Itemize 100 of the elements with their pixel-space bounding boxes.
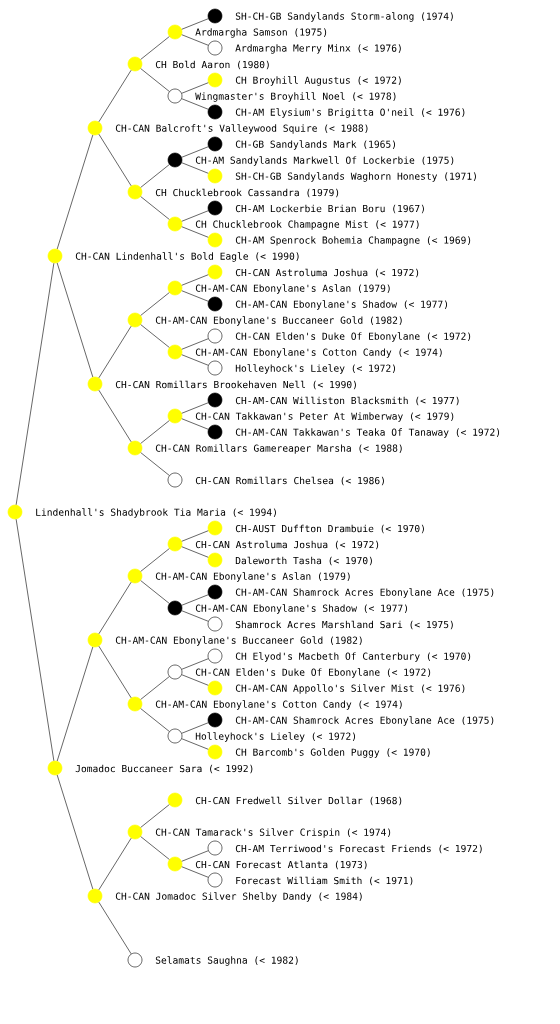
- name-label: CH-AM-CAN Ebonylane's Cotton Candy (< 1974): [195, 348, 442, 358]
- connector-line: [56, 646, 94, 762]
- connector-line: [181, 82, 209, 94]
- connector-line: [181, 162, 209, 174]
- connector-line: [181, 546, 209, 558]
- connector-line: [140, 548, 170, 572]
- name-label: CH-AM-CAN Shamrock Acres Ebonylane Ace (1975): [235, 588, 494, 598]
- name-label: CH-CAN Fredwell Silver Dollar (1968): [195, 796, 402, 806]
- connector-line: [140, 292, 170, 316]
- connector-line: [56, 774, 94, 890]
- name-label: CH Broyhill Augustus (< 1972): [235, 76, 401, 86]
- name-label: CH Chucklebrook Champagne Mist (< 1977): [195, 220, 419, 230]
- name-label: Jomadoc Buccaneer Sara (< 1992): [75, 764, 253, 774]
- name-label: CH-CAN Romillars Chelsea (< 1986): [195, 476, 384, 486]
- name-label: CH-AM-CAN Shamrock Acres Ebonylane Ace (1975): [235, 716, 494, 726]
- connector-line: [140, 36, 170, 60]
- connector-line: [181, 210, 209, 222]
- name-label: Holleyhock's Lieley (< 1972): [195, 732, 355, 742]
- name-label: CH-AM Sandylands Markwell Of Lockerbie (1975): [195, 156, 454, 166]
- name-label: CH-AM-CAN Ebonylane's Shadow (< 1977): [235, 300, 448, 310]
- connector-line: [181, 738, 209, 750]
- connector-line: [98, 69, 132, 123]
- name-label: CH-CAN Takkawan's Peter At Wimberway (< 1979): [195, 412, 454, 422]
- connector-line: [181, 98, 209, 110]
- name-label: CH-CAN Astroluma Joshua (< 1972): [235, 268, 419, 278]
- name-label: CH-AM Terriwood's Forecast Friends (< 1972): [235, 844, 482, 854]
- name-label: CH-CAN Elden's Duke Of Ebonylane (< 1972): [235, 332, 471, 342]
- connector-line: [181, 402, 209, 414]
- name-label: Ardmargha Samson (1975): [195, 28, 327, 38]
- connector-line: [181, 274, 209, 286]
- name-label: CH-AM-CAN Ebonylane's Cotton Candy (< 1974): [155, 700, 402, 710]
- name-label: Daleworth Tasha (< 1970): [235, 556, 372, 566]
- name-label: CH-AM-CAN Appollo's Silver Mist (< 1976): [235, 684, 465, 694]
- name-label: Forecast William Smith (< 1971): [236, 876, 413, 886]
- connector-line: [140, 836, 170, 860]
- connector-line: [140, 68, 170, 92]
- name-label: SH-CH-GB Sandylands Storm-along (1974): [235, 12, 453, 22]
- connector-line: [181, 418, 209, 430]
- name-label: CH-CAN Lindenhall's Bold Eagle (< 1990): [75, 252, 299, 262]
- connector-line: [98, 389, 132, 443]
- connector-line: [98, 133, 132, 187]
- name-label: CH-GB Sandylands Mark (1965): [235, 140, 395, 150]
- connector-line: [98, 581, 132, 635]
- name-label: CH-AM-CAN Takkawan's Teaka Of Tanaway (< 1972): [235, 428, 500, 438]
- connector-line: [140, 324, 170, 348]
- connector-line: [56, 134, 94, 250]
- connector-line: [181, 866, 209, 878]
- connector-line: [140, 420, 170, 444]
- name-label: CH-CAN Tamarack's Silver Crispin (< 1974): [155, 828, 391, 838]
- name-label: Ardmargha Merry Minx (< 1976): [235, 44, 401, 54]
- connector-line: [181, 18, 209, 30]
- connector-line: [140, 804, 170, 828]
- connector-line: [98, 645, 132, 699]
- name-label: CH-AM-CAN Ebonylane's Buccaneer Gold (1982): [155, 316, 402, 326]
- name-label: CH-AM Spenrock Bohemia Champagne (< 1969): [235, 236, 471, 246]
- name-label: CH-CAN Astroluma Joshua (< 1972): [195, 540, 379, 550]
- connector-line: [98, 325, 132, 379]
- connector-line: [140, 164, 170, 188]
- connector-line: [140, 676, 170, 700]
- connector-line: [181, 226, 209, 238]
- name-label: CH Barcomb's Golden Puggy (< 1970): [235, 748, 430, 758]
- name-label: CH-AM Lockerbie Brian Boru (1967): [235, 204, 424, 214]
- name-label: CH-AM-CAN Williston Blacksmith (< 1977): [235, 396, 459, 406]
- name-label: CH-CAN Romillars Gamereaper Marsha (< 1988): [155, 444, 402, 454]
- connector-line: [181, 610, 209, 622]
- name-label: CH Bold Aaron (1980): [155, 60, 269, 70]
- name-label: CH Chucklebrook Cassandra (1979): [155, 188, 339, 198]
- connector-line: [15, 518, 55, 762]
- connector-line: [98, 837, 132, 891]
- name-label: CH-CAN Balcroft's Valleywood Squire (< 1988): [115, 124, 368, 134]
- connector-line: [181, 722, 209, 734]
- connector-line: [181, 34, 209, 46]
- name-label: CH-AM-CAN Ebonylane's Aslan (1979): [155, 572, 350, 582]
- name-label: CH-AM-CAN Ebonylane's Buccaneer Gold (1982): [115, 636, 362, 646]
- connector-line: [181, 594, 209, 606]
- connector-line: [140, 452, 170, 476]
- connector-line: [181, 658, 209, 670]
- name-label: Selamats Saughna (< 1982): [155, 956, 298, 966]
- name-label: CH-AM-CAN Ebonylane's Shadow (< 1977): [195, 604, 408, 614]
- name-label: Wingmaster's Broyhill Noel (< 1978): [195, 92, 396, 102]
- name-label: Holleyhock's Lieley (< 1972): [235, 364, 395, 374]
- connector-line: [181, 290, 209, 302]
- name-label: CH-CAN Elden's Duke Of Ebonylane (< 1972): [195, 668, 431, 678]
- connector-line: [181, 674, 209, 686]
- name-label: CH-CAN Forecast Atlanta (1973): [195, 860, 367, 870]
- name-label: CH Elyod's Macbeth Of Canterbury (< 1970): [235, 652, 471, 662]
- name-label: SH-CH-GB Sandylands Waghorn Honesty (1971): [235, 172, 476, 182]
- connector-line: [181, 850, 209, 862]
- connector-line: [181, 338, 209, 350]
- name-label: CH-AM-CAN Ebonylane's Aslan (1979): [195, 284, 390, 294]
- name-label: Shamrock Acres Marshland Sari (< 1975): [235, 620, 453, 630]
- name-label: CH-AUST Duffton Drambuie (< 1970): [235, 524, 424, 534]
- connector-line: [140, 580, 170, 604]
- name-label: CH-CAN Jomadoc Silver Shelby Dandy (< 1984): [115, 892, 362, 902]
- connector-line: [140, 708, 170, 732]
- connector-line: [181, 354, 209, 366]
- connector-line: [98, 901, 132, 955]
- connector-line: [181, 146, 209, 158]
- name-label: CH-AM Elysium's Brigitta O'neil (< 1976): [235, 108, 465, 118]
- name-label: Lindenhall's Shadybrook Tia Maria (< 1994): [36, 508, 276, 518]
